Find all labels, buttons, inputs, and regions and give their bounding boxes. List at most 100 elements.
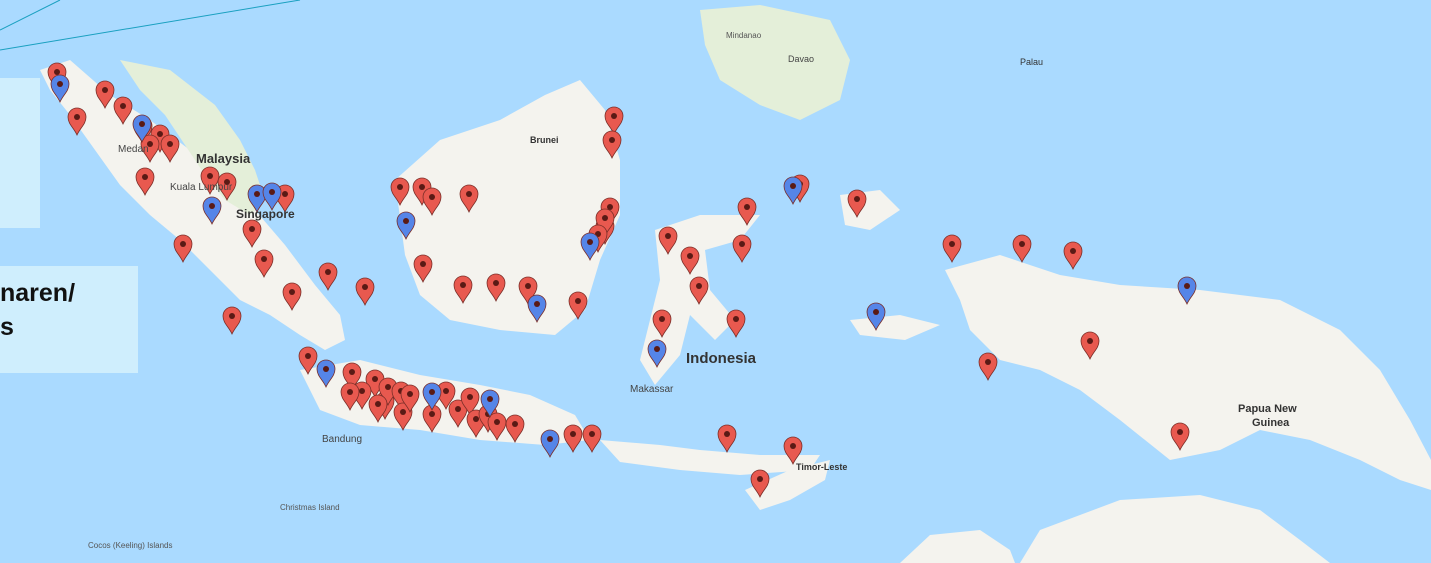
- red-map-marker-icon[interactable]: [436, 381, 456, 411]
- red-map-marker-icon[interactable]: [1012, 234, 1032, 264]
- connector-line: [0, 0, 61, 31]
- red-map-marker-icon[interactable]: [422, 187, 442, 217]
- red-map-marker-icon[interactable]: [413, 254, 433, 284]
- blue-map-marker-icon-shape: [50, 74, 70, 104]
- label-davao: Davao: [788, 54, 814, 64]
- blue-map-marker-icon[interactable]: [866, 302, 886, 332]
- blue-map-marker-icon[interactable]: [647, 339, 667, 369]
- red-map-marker-icon[interactable]: [942, 234, 962, 264]
- red-map-marker-icon[interactable]: [459, 184, 479, 214]
- red-map-marker-icon[interactable]: [113, 96, 133, 126]
- red-map-marker-icon[interactable]: [1170, 422, 1190, 452]
- red-map-marker-icon[interactable]: [135, 167, 155, 197]
- red-map-marker-icon[interactable]: [282, 282, 302, 312]
- blue-map-marker-icon[interactable]: [247, 184, 267, 214]
- blue-map-marker-icon-dot: [209, 203, 215, 209]
- red-map-marker-icon[interactable]: [140, 134, 160, 164]
- red-map-marker-icon-dot: [325, 269, 331, 275]
- red-map-marker-icon-shape: [689, 276, 709, 306]
- red-map-marker-icon[interactable]: [242, 219, 262, 249]
- blue-map-marker-icon-shape: [247, 184, 267, 214]
- red-map-marker-icon-shape: [726, 309, 746, 339]
- blue-map-marker-icon-shape: [480, 389, 500, 419]
- red-map-marker-icon-shape: [1012, 234, 1032, 264]
- red-map-marker-icon[interactable]: [486, 273, 506, 303]
- red-map-marker-icon[interactable]: [318, 262, 338, 292]
- red-map-marker-icon[interactable]: [217, 172, 237, 202]
- red-map-marker-icon[interactable]: [978, 352, 998, 382]
- red-map-marker-icon[interactable]: [342, 362, 362, 392]
- red-map-marker-icon[interactable]: [460, 387, 480, 417]
- blue-map-marker-icon[interactable]: [50, 74, 70, 104]
- label-papua-new-guinea-2: Guinea: [1252, 417, 1290, 429]
- red-map-marker-icon[interactable]: [340, 382, 360, 412]
- red-map-marker-icon[interactable]: [658, 226, 678, 256]
- red-map-marker-icon[interactable]: [783, 436, 803, 466]
- blue-map-marker-icon[interactable]: [580, 232, 600, 262]
- red-map-marker-icon[interactable]: [602, 130, 622, 160]
- red-map-marker-icon[interactable]: [717, 424, 737, 454]
- red-map-marker-icon[interactable]: [254, 249, 274, 279]
- red-map-marker-icon[interactable]: [689, 276, 709, 306]
- red-map-marker-icon[interactable]: [737, 197, 757, 227]
- red-map-marker-icon-dot: [359, 388, 365, 394]
- label-singapore: Singapore: [236, 207, 295, 221]
- red-map-marker-icon[interactable]: [568, 291, 588, 321]
- red-map-marker-icon-dot: [493, 280, 499, 286]
- red-map-marker-icon[interactable]: [563, 424, 583, 454]
- blue-map-marker-icon-dot: [487, 396, 493, 402]
- red-map-marker-icon[interactable]: [750, 469, 770, 499]
- blue-map-marker-icon[interactable]: [527, 294, 547, 324]
- red-map-marker-icon[interactable]: [604, 106, 624, 136]
- red-map-marker-icon[interactable]: [368, 394, 388, 424]
- red-map-marker-icon-shape: [1170, 422, 1190, 452]
- red-map-marker-icon[interactable]: [652, 309, 672, 339]
- red-map-marker-icon[interactable]: [390, 177, 410, 207]
- red-map-marker-icon[interactable]: [355, 277, 375, 307]
- red-map-marker-icon[interactable]: [95, 80, 115, 110]
- red-map-marker-icon[interactable]: [298, 346, 318, 376]
- blue-map-marker-icon[interactable]: [422, 382, 442, 412]
- red-map-marker-icon-dot: [607, 204, 613, 210]
- red-map-marker-icon[interactable]: [505, 414, 525, 444]
- red-map-marker-icon[interactable]: [1080, 331, 1100, 361]
- red-map-marker-icon[interactable]: [67, 107, 87, 137]
- red-map-marker-icon[interactable]: [448, 399, 468, 429]
- red-map-marker-icon[interactable]: [680, 246, 700, 276]
- red-map-marker-icon[interactable]: [1063, 241, 1083, 271]
- red-map-marker-icon[interactable]: [726, 309, 746, 339]
- red-map-marker-icon[interactable]: [400, 384, 420, 414]
- red-map-marker-icon-shape: [518, 276, 538, 306]
- blue-map-marker-icon[interactable]: [480, 389, 500, 419]
- red-map-marker-icon[interactable]: [582, 424, 602, 454]
- red-map-marker-icon[interactable]: [453, 275, 473, 305]
- label-medan: Medan: [118, 144, 149, 155]
- red-map-marker-icon-shape: [173, 234, 193, 264]
- blue-map-marker-icon[interactable]: [262, 182, 282, 212]
- blue-map-marker-icon[interactable]: [132, 114, 152, 144]
- red-map-marker-icon-dot: [757, 476, 763, 482]
- blue-map-marker-icon[interactable]: [202, 196, 222, 226]
- red-map-marker-icon-shape: [658, 226, 678, 256]
- blue-map-marker-icon[interactable]: [540, 429, 560, 459]
- blue-map-marker-icon[interactable]: [1177, 276, 1197, 306]
- red-map-marker-icon-shape: [732, 234, 752, 264]
- red-map-marker-icon[interactable]: [393, 402, 413, 432]
- red-map-marker-icon[interactable]: [487, 412, 507, 442]
- land-new-guinea: [945, 255, 1431, 490]
- blue-map-marker-icon[interactable]: [316, 359, 336, 389]
- red-map-marker-icon[interactable]: [518, 276, 538, 306]
- red-map-marker-icon[interactable]: [847, 189, 867, 219]
- red-map-marker-icon-shape: [459, 184, 479, 214]
- red-map-marker-icon[interactable]: [200, 166, 220, 196]
- red-map-marker-icon[interactable]: [732, 234, 752, 264]
- red-map-marker-icon[interactable]: [160, 134, 180, 164]
- red-map-marker-icon[interactable]: [222, 306, 242, 336]
- red-map-marker-icon-dot: [420, 261, 426, 267]
- blue-map-marker-icon[interactable]: [783, 176, 803, 206]
- blue-map-marker-icon[interactable]: [396, 211, 416, 241]
- red-map-marker-icon-dot: [473, 416, 479, 422]
- red-map-marker-icon[interactable]: [173, 234, 193, 264]
- red-map-marker-icon-shape: [436, 381, 456, 411]
